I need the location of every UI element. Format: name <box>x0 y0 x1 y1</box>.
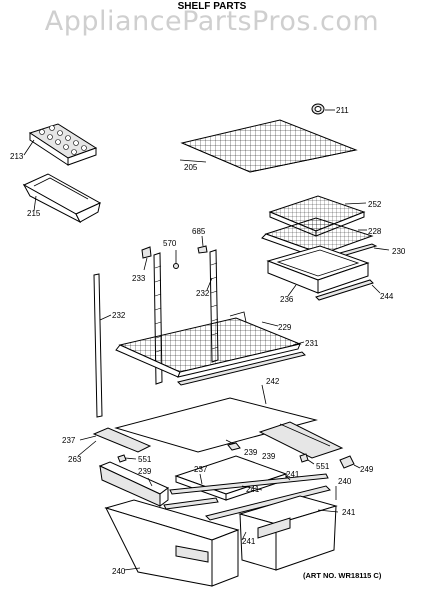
part-240-crisper-left <box>104 499 240 587</box>
label-239-right: 239 <box>262 452 276 461</box>
part-239-rail-right <box>225 421 344 459</box>
label-551-left: 551 <box>138 455 152 464</box>
part-233-bracket <box>141 246 152 271</box>
label-241-far-right: 241 <box>342 508 356 517</box>
part-244-rail <box>315 279 381 301</box>
label-230: 230 <box>392 247 406 256</box>
label-244: 244 <box>380 292 394 301</box>
label-215: 215 <box>27 209 41 218</box>
part-241-rail-lower <box>163 475 331 521</box>
label-228: 228 <box>368 227 382 236</box>
part-215-bin <box>22 173 102 224</box>
label-213: 213 <box>10 152 24 161</box>
diagram-title: SHELF PARTS <box>177 1 247 12</box>
part-236-drawer <box>266 245 370 297</box>
part-551-right <box>299 453 315 465</box>
label-685: 685 <box>192 227 206 236</box>
part-237-cover <box>174 455 288 501</box>
part-551-left <box>117 454 137 463</box>
label-240-right: 240 <box>338 477 352 486</box>
label-239-left: 239 <box>138 467 152 476</box>
part-570-screw <box>173 250 179 269</box>
label-232-left: 232 <box>112 311 126 320</box>
part-231-trim <box>177 341 306 386</box>
part-232-rod <box>93 273 112 418</box>
part-239-cover-left <box>98 461 169 507</box>
label-237-center: 237 <box>194 465 208 474</box>
part-249-latch <box>339 455 361 469</box>
label-249: 249 <box>360 465 374 474</box>
label-231: 231 <box>305 339 319 348</box>
part-205-wire-shelf <box>179 119 358 173</box>
watermark: AppliancePartsPros.com <box>44 6 380 37</box>
part-229-wire-shelf <box>115 311 302 378</box>
art-number: (ART NO. WR18115 C) <box>303 571 382 580</box>
part-213-egg-tray <box>23 123 98 166</box>
label-237-left: 237 <box>62 436 76 445</box>
label-242: 242 <box>266 377 280 386</box>
part-263-rail <box>77 427 152 457</box>
label-211: 211 <box>336 106 349 115</box>
label-233: 233 <box>132 274 146 283</box>
label-205: 205 <box>184 163 198 172</box>
label-229: 229 <box>278 323 292 332</box>
label-263: 263 <box>68 455 82 464</box>
label-241-bottom: 241 <box>242 537 256 546</box>
part-240-crisper-right <box>238 486 339 571</box>
part-242-glass-panel <box>114 384 318 453</box>
label-240-left: 240 <box>112 567 126 576</box>
label-570: 570 <box>163 239 177 248</box>
label-241-mid: 241 <box>246 485 260 494</box>
part-685-clip <box>197 235 208 254</box>
label-236: 236 <box>280 295 294 304</box>
label-252: 252 <box>368 200 382 209</box>
label-232-right: 232 <box>196 289 210 298</box>
label-241-right: 241 <box>286 470 300 479</box>
part-211-knob <box>311 103 335 115</box>
label-239-center: 239 <box>244 448 258 457</box>
label-551-right: 551 <box>316 462 330 471</box>
